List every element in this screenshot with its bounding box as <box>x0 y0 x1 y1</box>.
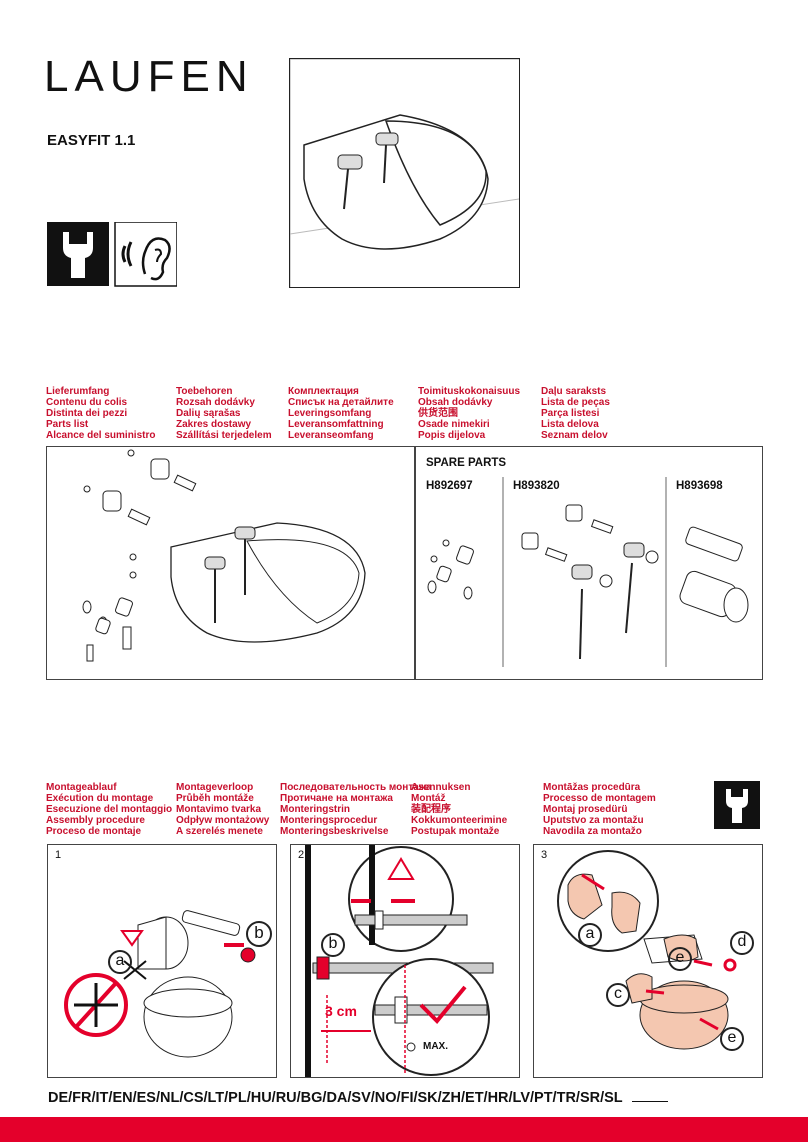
max-label: MAX. <box>423 1041 448 1052</box>
assembly-labels-1: Montageablauf Exécution du montage Esecu… <box>46 782 173 837</box>
parts-list-labels-5: Daļu saraksts Lista de peças Parça liste… <box>541 386 610 441</box>
step-2-panel: 2 3 cm MAX. b <box>290 844 520 1078</box>
sound-ear-icon <box>114 222 177 287</box>
parts-list-labels-4: Toimituskokonaisuus Obsah dodávky 供货范围 O… <box>418 386 521 441</box>
wrench-icon <box>47 222 109 286</box>
callout-b: b <box>246 921 272 947</box>
step-3-panel: 3 a e d c e <box>533 844 763 1078</box>
spare-part-code-3: H893698 <box>676 480 723 492</box>
parts-list-labels-3: Комплектация Списък на детайлите Leverin… <box>288 386 394 441</box>
assembly-labels-4: Asennuksen Montáž 装配程序 Kokkumonteerimine… <box>411 782 508 837</box>
hero-illustration <box>289 58 520 288</box>
parts-list-labels-1: Lieferumfang Contenu du colis Distinta d… <box>46 386 156 441</box>
wrench-icon <box>714 781 760 829</box>
languages-underline <box>632 1101 669 1102</box>
assembly-labels-2: Montageverloop Průběh montáže Montavimo … <box>176 782 270 837</box>
step-number: 1 <box>55 849 62 861</box>
callout-c: c <box>606 983 630 1007</box>
brand-logo: LAUFEN <box>44 52 254 101</box>
languages-line: DE/FR/IT/EN/ES/NL/CS/LT/PL/HU/RU/BG/DA/S… <box>48 1090 669 1106</box>
callout-b: b <box>321 933 345 957</box>
model-title: EASYFIT 1.1 <box>47 132 136 149</box>
callout-a: a <box>108 950 132 974</box>
spare-part-code-1: H892697 <box>426 480 473 492</box>
callout-e: e <box>668 947 692 971</box>
parts-illustration-box <box>46 446 415 680</box>
spare-parts-box: SPARE PARTS H892697 H893820 H893698 <box>415 446 763 680</box>
measure-3cm: 3 cm <box>325 1003 357 1019</box>
languages-list: DE/FR/IT/EN/ES/NL/CS/LT/PL/HU/RU/BG/DA/S… <box>48 1090 623 1106</box>
step-number: 2 <box>298 849 305 861</box>
tool-icons <box>47 222 177 288</box>
assembly-labels-5: Montāžas procedūra Processo de montagem … <box>543 782 656 837</box>
step-number: 3 <box>541 849 548 861</box>
footer-red-bar <box>0 1117 808 1142</box>
spare-parts-title: SPARE PARTS <box>426 457 507 469</box>
parts-list-labels-2: Toebehoren Rozsah dodávky Dalių sąrašas … <box>176 386 272 441</box>
callout-e: e <box>720 1027 744 1051</box>
callout-a: a <box>578 923 602 947</box>
spare-part-code-2: H893820 <box>513 480 560 492</box>
callout-d: d <box>730 931 754 955</box>
assembly-labels-3: Последовательность монтажа Протичане на … <box>280 782 432 837</box>
step-1-panel: 1 a b <box>47 844 277 1078</box>
